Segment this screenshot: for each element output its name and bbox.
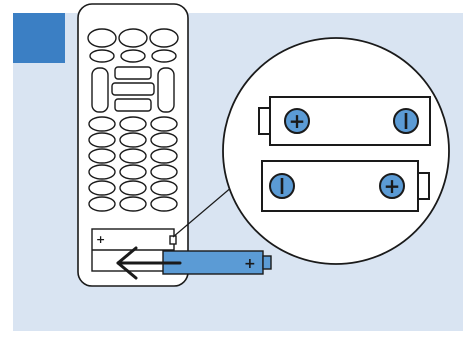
zoom-detail-circle [222, 37, 450, 265]
badge-background [13, 13, 65, 63]
zoom-top-positive-terminal: + [289, 109, 306, 133]
compartment-plus-sign: + [96, 233, 105, 246]
remote-buttons-top [87, 28, 179, 63]
remote-button-grid [88, 116, 178, 212]
zoom-battery-bottom [261, 160, 430, 212]
insert-direction-arrow [116, 246, 182, 280]
zoom-battery-top [258, 96, 431, 146]
remote-nav-cluster [91, 66, 175, 113]
zoom-bottom-positive-terminal: + [384, 174, 401, 198]
sliding-battery-plus-sign: + [244, 256, 256, 272]
